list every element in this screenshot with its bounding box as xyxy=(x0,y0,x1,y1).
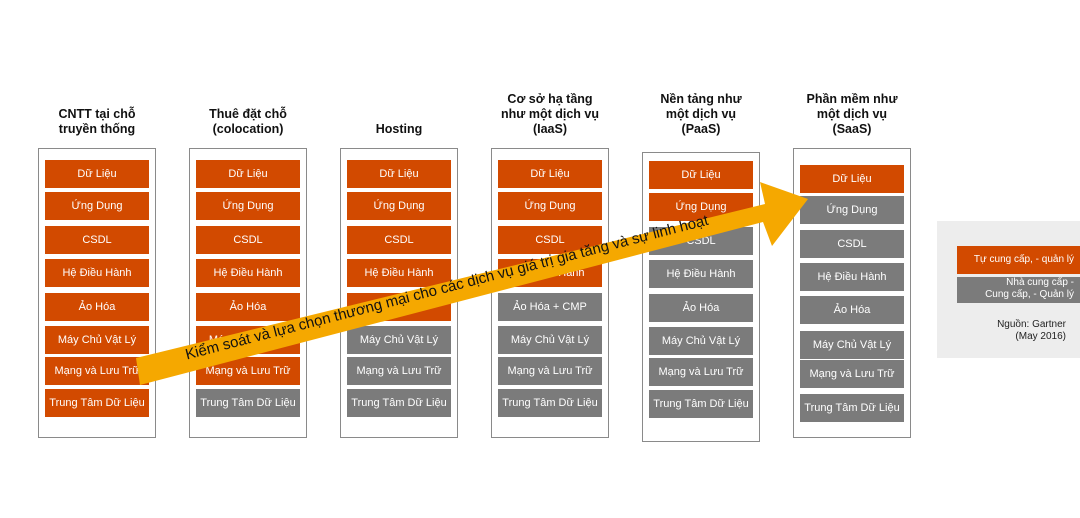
layer-cell: Hệ Điều Hành xyxy=(649,260,753,288)
layer-cell: Mạng và Lưu Trữ xyxy=(800,360,904,388)
column-heading-line: một dịch vụ xyxy=(816,107,888,121)
layer-cell: Mạng và Lưu Trữ xyxy=(649,358,753,386)
layer-cell: Ứng Dụng xyxy=(196,192,300,220)
layer-cell: Máy Chủ Vật Lý xyxy=(649,327,753,355)
layer-cell: Ảo Hóa xyxy=(45,293,149,321)
layer-cell: Máy Chủ Vật Lý xyxy=(800,331,904,359)
source-line2: (May 2016) xyxy=(1015,331,1066,342)
layer-cell: CSDL xyxy=(196,226,300,254)
layer-cell: Ứng Dụng xyxy=(498,192,602,220)
layer-cell: Mạng và Lưu Trữ xyxy=(45,357,149,385)
column-heading-line: như một dịch vụ xyxy=(501,107,599,121)
column-heading-line: (PaaS) xyxy=(681,122,721,136)
layer-cell: Dữ Liệu xyxy=(649,161,753,189)
column-heading-line: (colocation) xyxy=(212,122,284,136)
column-heading-hosting: Hosting xyxy=(324,122,474,137)
column-heading-line: Phần mềm như xyxy=(806,92,898,106)
layer-cell: Ảo Hóa xyxy=(649,294,753,322)
layer-cell: Hệ Điều Hành xyxy=(347,259,451,287)
layer-cell: Trung Tâm Dữ Liệu xyxy=(800,394,904,422)
layer-cell: Máy Chủ Vật Lý xyxy=(347,326,451,354)
layer-cell: Trung Tâm Dữ Liệu xyxy=(45,389,149,417)
column-heading-line: Hosting xyxy=(375,122,423,136)
layer-cell: Ảo Hóa xyxy=(196,293,300,321)
legend-self-label: Tự cung cấp, - quản lý xyxy=(973,254,1074,265)
layer-cell: Hệ Điều Hành xyxy=(45,259,149,287)
layer-cell: CSDL xyxy=(800,230,904,258)
column-heading-line: (IaaS) xyxy=(532,122,568,136)
legend-provider-swatch: Nhà cung cấp - Cung cấp, - Quản lý xyxy=(957,277,1080,303)
layer-cell: Ảo Hóa xyxy=(800,296,904,324)
column-heading-line: Thuê đặt chỗ xyxy=(209,107,287,121)
layer-cell: Trung Tâm Dữ Liệu xyxy=(498,389,602,417)
layer-cell: Mạng và Lưu Trữ xyxy=(498,357,602,385)
source-line1: Nguồn: Gartner xyxy=(997,319,1066,330)
layer-cell: Hệ Điều Hành xyxy=(196,259,300,287)
column-heading-line: Nền tảng như xyxy=(660,92,742,106)
arrow-label: Kiểm soát và lựa chọn thương mại cho các… xyxy=(184,212,711,364)
layer-cell: Hệ Điều Hành xyxy=(800,263,904,291)
layer-cell: Trung Tâm Dữ Liệu xyxy=(196,389,300,417)
layer-cell: Dữ Liệu xyxy=(347,160,451,188)
column-heading-colocation: Thuê đặt chỗ(colocation) xyxy=(173,107,323,137)
column-heading-line: một dịch vụ xyxy=(665,107,737,121)
legend-self-swatch: Tự cung cấp, - quản lý xyxy=(957,246,1080,274)
layer-cell: Ứng Dụng xyxy=(347,192,451,220)
layer-cell: Ứng Dụng xyxy=(45,192,149,220)
layer-cell: Máy Chủ Vật Lý xyxy=(45,326,149,354)
layer-cell: Trung Tâm Dữ Liệu xyxy=(649,390,753,418)
column-heading-line: (SaaS) xyxy=(832,122,872,136)
layer-cell: CSDL xyxy=(347,226,451,254)
layer-cell: Ảo Hóa + CMP xyxy=(498,293,602,321)
layer-cell: CSDL xyxy=(45,226,149,254)
layer-cell: Mạng và Lưu Trữ xyxy=(347,357,451,385)
legend-provider-label-line2: Cung cấp, - Quản lý xyxy=(985,289,1074,300)
legend: Tự cung cấp, - quản lý Nhà cung cấp - Cu… xyxy=(937,221,1080,358)
source-note: Nguồn: Gartner (May 2016) xyxy=(997,319,1066,343)
layer-cell: Dữ Liệu xyxy=(45,160,149,188)
layer-cell: Dữ Liệu xyxy=(498,160,602,188)
legend-provider-label-line1: Nhà cung cấp - xyxy=(1006,277,1074,288)
column-heading-line: truyền thống xyxy=(58,122,136,136)
column-heading-line: Cơ sở hạ tầng xyxy=(507,92,593,106)
column-heading-line: CNTT tại chỗ xyxy=(58,107,136,121)
layer-cell: Máy Chủ Vật Lý xyxy=(498,326,602,354)
layer-cell: Ứng Dụng xyxy=(800,196,904,224)
layer-cell: Trung Tâm Dữ Liệu xyxy=(347,389,451,417)
layer-cell: Dữ Liệu xyxy=(800,165,904,193)
arrow-shape xyxy=(136,182,808,385)
layer-cell: Dữ Liệu xyxy=(196,160,300,188)
